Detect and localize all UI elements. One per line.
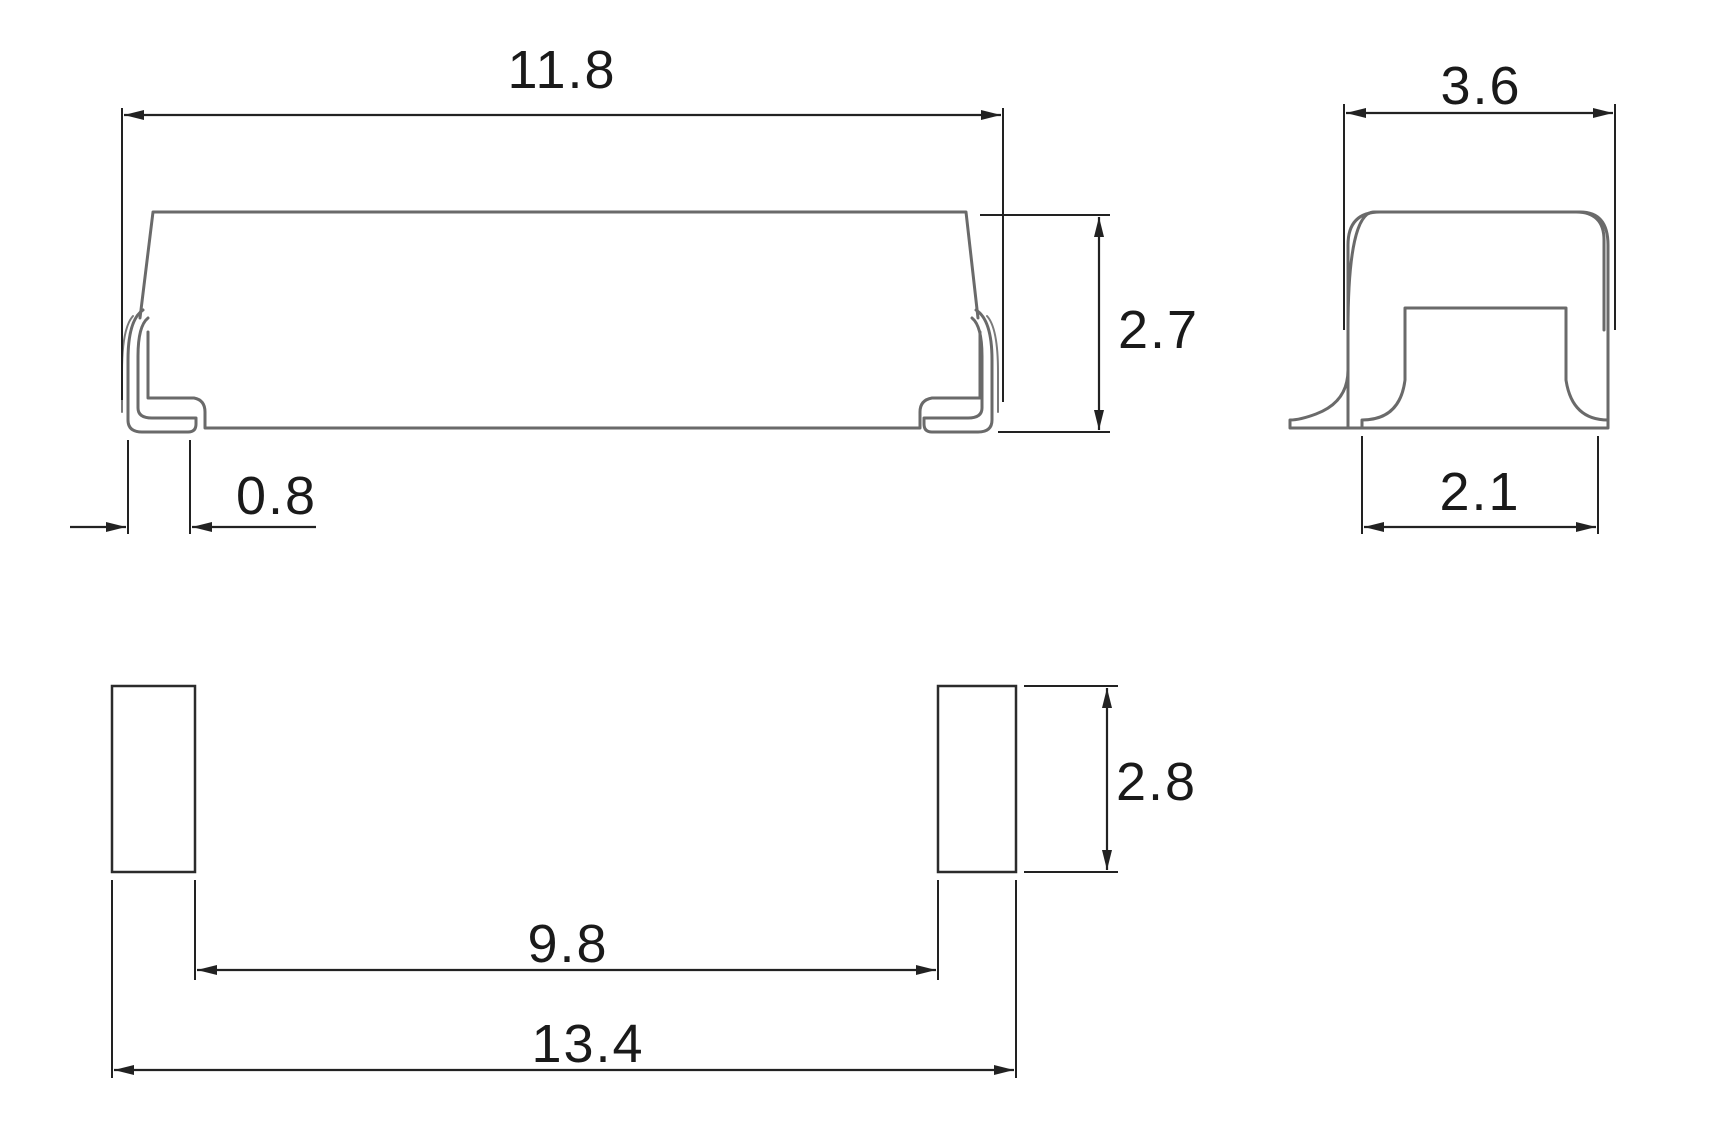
end-view-body xyxy=(1288,210,1606,430)
left-pad xyxy=(110,684,197,874)
right-terminal xyxy=(922,308,994,434)
dim-label-pad-height: 2.8 xyxy=(1116,752,1197,812)
side-view-body xyxy=(138,210,982,430)
dim-label-terminal: 0.8 xyxy=(236,466,317,526)
end-view-outline xyxy=(1346,210,1610,430)
end-view-notch xyxy=(1360,306,1610,430)
end-view xyxy=(1288,210,1610,430)
dim-label-width: 3.6 xyxy=(1440,56,1521,116)
dim-label-pad-gap: 9.8 xyxy=(527,914,608,974)
right-pad xyxy=(936,684,1018,874)
dim-label-length: 11.8 xyxy=(507,40,616,100)
dim-label-bottom-width: 2.1 xyxy=(1439,462,1520,522)
dim-label-height: 2.7 xyxy=(1118,300,1199,360)
dim-label-pad-span: 13.4 xyxy=(531,1014,644,1074)
side-view xyxy=(121,210,999,434)
pad-layout xyxy=(110,684,1018,874)
left-terminal xyxy=(126,308,198,434)
right-terminal-edge xyxy=(986,315,999,413)
